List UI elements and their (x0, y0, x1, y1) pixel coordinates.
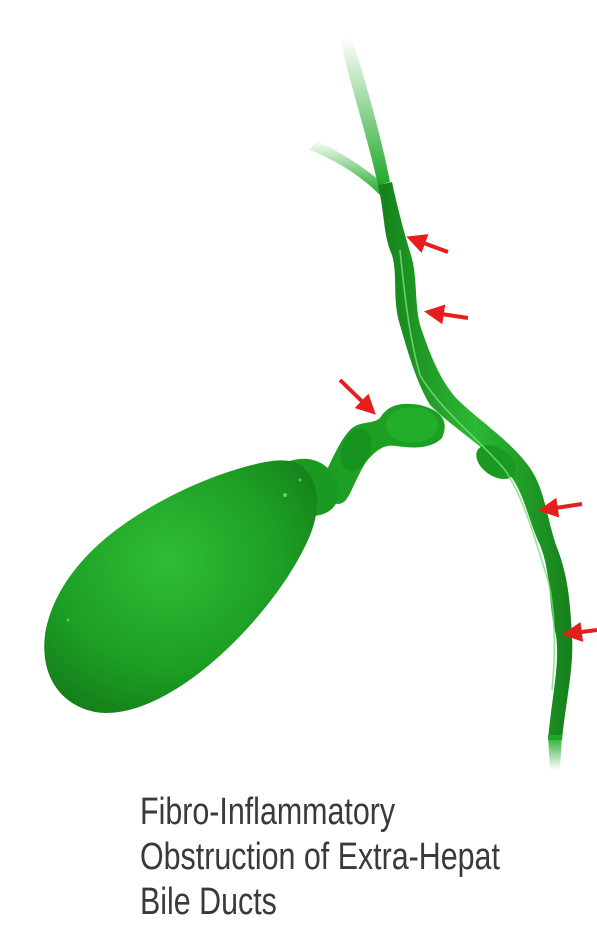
caption-line-1: Fibro-Inflammatory (140, 790, 506, 835)
caption-line-3: Bile Ducts (140, 880, 506, 925)
caption-line-2: Obstruction of Extra-Hepat (140, 835, 506, 880)
caption: Fibro-Inflammatory Obstruction of Extra-… (140, 790, 506, 925)
